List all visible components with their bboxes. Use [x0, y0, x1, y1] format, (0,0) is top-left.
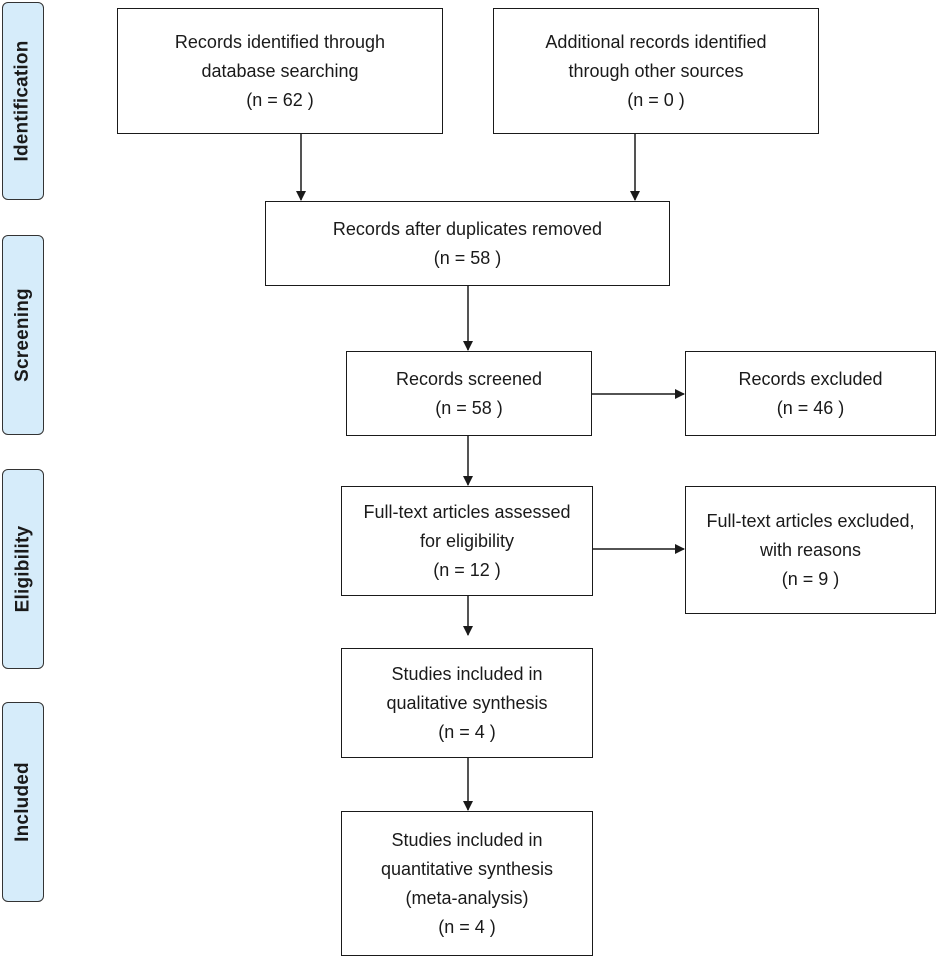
duplicates-removed-count: (n = 58 ): [433, 247, 502, 268]
qualitative-synthesis-box: Studies included in qualitative synthesi…: [341, 648, 593, 758]
records-screened-count: (n = 58 ): [435, 397, 503, 418]
records-excluded-count: (n = 46 ): [776, 397, 845, 418]
fulltext-assessed-line1: Full-text articles assessed: [363, 501, 571, 522]
quantitative-line2: quantitative synthesis: [380, 858, 554, 879]
records-screened-box: Records screened (n = 58 ): [346, 351, 592, 436]
database-search-box: Records identified through database sear…: [117, 8, 443, 134]
qualitative-count: (n = 4 ): [438, 721, 496, 742]
fulltext-excluded-box: Full-text articles excluded, with reason…: [685, 486, 936, 614]
database-search-line2: database searching: [201, 60, 359, 81]
fulltext-excluded-line1: Full-text articles excluded,: [706, 510, 915, 531]
database-search-line1: Records identified through: [174, 31, 386, 52]
records-excluded-line1: Records excluded: [738, 368, 883, 389]
fulltext-excluded-count: (n = 9 ): [781, 568, 840, 589]
other-sources-count: (n = 0 ): [627, 89, 685, 110]
records-screened-line1: Records screened: [395, 368, 543, 389]
stage-eligibility: Eligibility: [2, 469, 44, 669]
stage-identification: Identification: [2, 2, 44, 200]
qualitative-line1: Studies included in: [391, 663, 543, 684]
other-sources-line1: Additional records identified: [545, 31, 767, 52]
stage-included: Included: [2, 702, 44, 902]
quantitative-line3: (meta-analysis): [405, 887, 529, 908]
duplicates-removed-box: Records after duplicates removed (n = 58…: [265, 201, 670, 286]
stage-screening: Screening: [2, 235, 44, 435]
other-sources-box: Additional records identified through ot…: [493, 8, 819, 134]
duplicates-removed-line1: Records after duplicates removed: [332, 218, 603, 239]
database-search-count: (n = 62 ): [246, 89, 314, 110]
quantitative-line1: Studies included in: [391, 829, 543, 850]
fulltext-excluded-line2: with reasons: [759, 539, 862, 560]
qualitative-line2: qualitative synthesis: [386, 692, 548, 713]
quantitative-synthesis-box: Studies included in quantitative synthes…: [341, 811, 593, 956]
other-sources-line2: through other sources: [568, 60, 744, 81]
fulltext-assessed-line2: for eligibility: [419, 530, 515, 551]
fulltext-assessed-count: (n = 12 ): [433, 559, 501, 580]
records-excluded-box: Records excluded (n = 46 ): [685, 351, 936, 436]
fulltext-assessed-box: Full-text articles assessed for eligibil…: [341, 486, 593, 596]
quantitative-count: (n = 4 ): [438, 916, 496, 937]
